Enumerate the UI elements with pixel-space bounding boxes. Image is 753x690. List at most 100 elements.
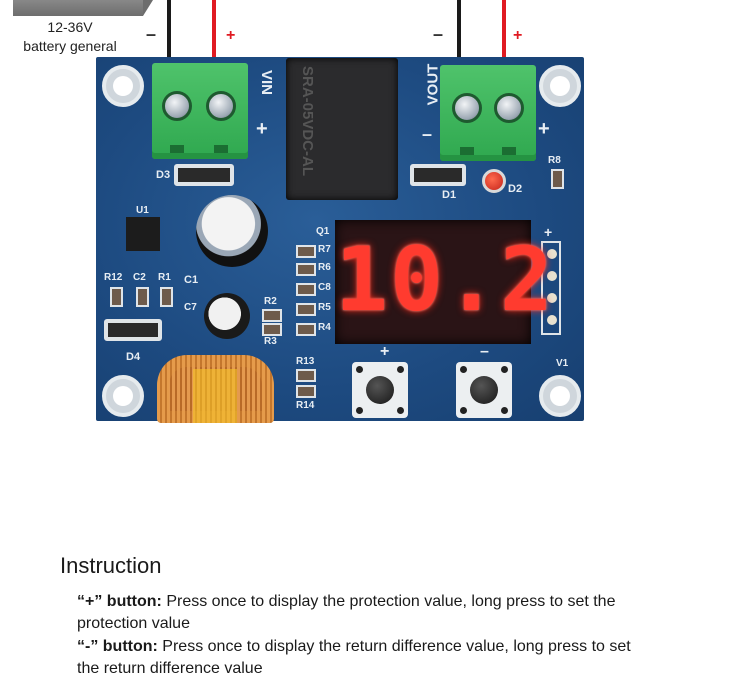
battery-type: battery general — [23, 38, 117, 54]
capacitor-c1 — [196, 195, 268, 267]
resistor-r6 — [296, 263, 316, 276]
button-pin — [397, 407, 404, 414]
r4-label: R4 — [318, 322, 331, 333]
terminal-screw — [162, 91, 192, 121]
vin-plus-label: + — [256, 118, 268, 140]
resistor-r1 — [160, 287, 173, 307]
relay-model-text: SRA-05VDC-AL — [299, 66, 316, 177]
r2-label: R2 — [264, 296, 277, 307]
input-plus-label: + — [226, 27, 236, 44]
output-positive-wire — [502, 0, 506, 58]
button-pin — [501, 407, 508, 414]
output-plus-label: + — [513, 27, 523, 44]
button-pin — [356, 366, 363, 373]
input-terminal-block — [152, 63, 248, 159]
input-negative-wire — [167, 0, 171, 58]
led-d2 — [482, 169, 506, 193]
terminal-screw — [494, 93, 524, 123]
v1-label: V1 — [556, 358, 569, 369]
header-pin — [547, 249, 557, 259]
terminal-screw — [206, 91, 236, 121]
seven-segment-display: 10.2 — [335, 220, 555, 344]
minus-instruction: “-” button: Press once to display the re… — [77, 637, 631, 657]
terminal-slot — [502, 147, 516, 155]
plus-button-label: + — [380, 343, 390, 360]
output-negative-wire — [457, 0, 461, 58]
button-pin — [501, 366, 508, 373]
mount-hole-top-left — [102, 65, 144, 107]
diode-d4 — [104, 319, 162, 341]
capacitor-c8 — [296, 283, 316, 296]
button-pin — [460, 366, 467, 373]
button-cap — [366, 376, 394, 404]
r13-label: R13 — [296, 356, 315, 367]
r3-label: R3 — [264, 336, 277, 347]
vin-label: VIN — [258, 69, 276, 96]
terminal-slot — [170, 145, 184, 153]
resistor-r14 — [296, 385, 316, 398]
instruction-title: Instruction — [60, 553, 162, 578]
minus-button-label: – — [480, 343, 489, 360]
mount-hole-top-right — [539, 65, 581, 107]
input-minus-label: – — [146, 24, 157, 44]
vout-label: VOUT — [424, 63, 442, 106]
header-pin — [547, 315, 557, 325]
r6-label: R6 — [318, 262, 331, 273]
vout-plus-label: + — [538, 118, 550, 140]
u1-label: U1 — [136, 205, 149, 216]
c1-label: C1 — [184, 274, 199, 286]
c8-label: C8 — [318, 282, 331, 293]
display-reading: 10.2 — [335, 228, 555, 331]
mount-hole-bottom-left — [102, 375, 144, 417]
minus-instruction-cont: the return difference value — [77, 660, 263, 677]
mount-hole-bottom-right — [539, 375, 581, 417]
diode-d1 — [410, 164, 466, 186]
button-cap — [470, 376, 498, 404]
resistor-r7 — [296, 245, 316, 258]
r7-label: R7 — [318, 244, 331, 255]
header-pin — [547, 271, 557, 281]
r8-label: R8 — [548, 155, 561, 166]
header-pin — [547, 293, 557, 303]
plus-instruction-text: Press once to display the protection val… — [161, 593, 616, 610]
output-terminal-block — [440, 65, 536, 161]
resistor-r12 — [110, 287, 123, 307]
plus-instruction: “+” button: Press once to display the pr… — [77, 592, 615, 612]
button-pin — [397, 366, 404, 373]
resistor-r13 — [296, 369, 316, 382]
vout-minus-label: – — [422, 124, 433, 144]
terminal-slot — [214, 145, 228, 153]
pin-header — [541, 241, 561, 335]
d4-label: D4 — [126, 351, 141, 363]
d1-label: D1 — [442, 189, 457, 201]
r5-label: R5 — [318, 302, 331, 313]
resistor-r4 — [296, 323, 316, 336]
battery-voltage: 12-36V — [47, 19, 93, 35]
minus-instruction-text: Press once to display the return differe… — [157, 638, 631, 655]
header-plus-label: + — [544, 224, 553, 240]
input-positive-wire — [212, 0, 216, 58]
ic-u1 — [126, 217, 160, 251]
terminal-slot — [460, 147, 474, 155]
plus-instruction-cont: protection value — [77, 615, 190, 632]
minus-instruction-key: “-” button: — [77, 638, 158, 655]
d3-label: D3 — [156, 169, 171, 181]
q1-label: Q1 — [316, 226, 330, 237]
r1-label: R1 — [158, 272, 171, 283]
button-pin — [460, 407, 467, 414]
plus-button[interactable] — [352, 362, 408, 418]
relay: SRA-05VDC-AL — [286, 58, 398, 200]
button-pin — [356, 407, 363, 414]
capacitor-c7 — [204, 293, 250, 339]
battery-label: 12-36V battery general — [0, 18, 140, 56]
minus-button[interactable] — [456, 362, 512, 418]
resistor-r2 — [262, 309, 282, 322]
r14-label: R14 — [296, 400, 315, 411]
d2-label: D2 — [508, 183, 523, 195]
battery-graphic — [13, 0, 153, 16]
c2-label: C2 — [133, 272, 146, 283]
resistor-r8 — [551, 169, 564, 189]
r12-label: R12 — [104, 272, 123, 283]
terminal-screw — [452, 93, 482, 123]
capacitor-c2 — [136, 287, 149, 307]
